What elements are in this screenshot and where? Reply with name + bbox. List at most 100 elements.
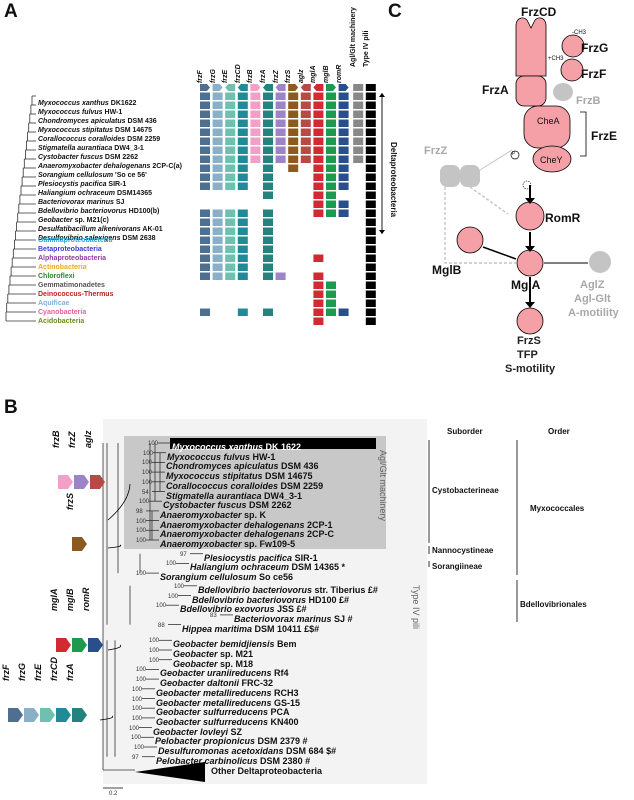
presence-cell <box>200 236 210 244</box>
cluster-gene-arrow <box>24 708 39 722</box>
presence-cell <box>212 110 223 118</box>
presence-cell <box>313 209 324 217</box>
presence-cell <box>326 146 336 154</box>
presence-cell <box>288 128 299 136</box>
strain-name: 2CP-C <box>304 529 335 540</box>
species-name: Stigmatella aurantiaca <box>166 490 262 501</box>
strain-name: FRC-32 <box>239 678 274 689</box>
panel-b-taxon: Pelobacter propionicus DSM 2379 # <box>155 732 308 748</box>
strain-name: HD100(b) <box>126 207 160 215</box>
bootstrap-value: 100 <box>132 706 143 713</box>
arrowhead-romr <box>525 198 535 204</box>
panel-b-taxon: Desulfuromonas acetoxidans DSM 684 $# <box>158 742 336 758</box>
presence-cell <box>288 101 299 109</box>
species-name: Geobacter daltonii <box>160 678 240 689</box>
presence-cell <box>313 254 324 262</box>
label-frze: FrzE <box>591 129 618 143</box>
strain-name: sp. M21 <box>217 649 254 659</box>
bootstrap-value: 88 <box>158 622 165 629</box>
presence-cell <box>225 119 236 127</box>
panel-a-group-label: Betaproteobacteria <box>38 245 102 253</box>
presence-cell <box>313 128 324 136</box>
strain-name: KN400 <box>268 716 299 727</box>
species-name: Bacteriovorax marinus <box>38 198 114 206</box>
bootstrap-value: 100 <box>149 638 160 645</box>
frzz-left <box>440 165 460 187</box>
panel-a-group-label: Acidobacteria <box>38 317 85 325</box>
presence-cell <box>275 92 286 100</box>
strain-name: DSM 2259 <box>278 480 324 491</box>
presence-cell <box>263 209 273 217</box>
presence-cell <box>237 236 248 244</box>
cluster-gene-label: romR <box>81 587 91 611</box>
agl-glt-shaded-box <box>124 436 386 549</box>
gene-header-romR: romR <box>335 64 343 83</box>
presence-cell <box>338 137 349 145</box>
presence-cell <box>237 218 248 226</box>
species-name: Pelobacter propionicus <box>155 736 256 747</box>
presence-cell <box>200 164 210 172</box>
presence-cell <box>365 236 376 244</box>
strain-name: DW4_3-1 <box>112 144 144 152</box>
presence-cell <box>263 110 273 118</box>
panel-b-taxon: Geobacter sp. M18 <box>173 655 253 671</box>
frze-bracket <box>580 111 587 157</box>
panel-a-group-label: Gemmatimonadetes <box>38 281 105 289</box>
panel-a-taxon: Myxococcus stipitatus DSM 14675 <box>38 120 152 136</box>
presence-cell <box>338 128 349 136</box>
label-frzcd: FrzCD <box>521 5 557 19</box>
presence-cell <box>263 164 273 172</box>
header-agl-glt: Agl/Glt machinery <box>350 7 358 67</box>
presence-cell <box>288 110 299 118</box>
presence-cell <box>338 92 349 100</box>
presence-cell <box>313 173 324 181</box>
presence-cell <box>313 191 324 199</box>
cluster-gene-arrow <box>8 708 23 722</box>
gene-header-frzCD: frzCD <box>234 64 242 83</box>
presence-cell <box>288 146 299 154</box>
presence-cell <box>250 137 261 145</box>
presence-cell <box>326 191 336 199</box>
deltaproteobacteria-label: Deltaproteobacteria <box>389 142 398 218</box>
cluster-gene-arrow <box>90 475 105 489</box>
aglz-node <box>589 251 611 273</box>
gene-arrow-frzA <box>263 84 273 91</box>
species-name: Sorangium cellulosum <box>160 572 257 583</box>
strain-name: Bem <box>274 639 297 650</box>
bracket-arrow-top <box>379 93 385 97</box>
species-name: Stigmatella aurantiaca <box>38 144 113 152</box>
presence-cell <box>200 92 210 100</box>
cluster-gene-arrow <box>88 638 103 652</box>
species-name: Plesiocystis pacifica <box>204 552 293 563</box>
presence-cell <box>237 164 248 172</box>
frzf-node <box>560 58 584 82</box>
species-name: Geobacter bemidjiensis <box>173 639 275 650</box>
presence-cell <box>313 146 324 154</box>
presence-cell <box>212 164 223 172</box>
presence-cell <box>313 272 324 280</box>
bootstrap-value: 100 <box>134 745 145 751</box>
species-name: Pelobacter carbinolicus <box>156 755 258 766</box>
cluster-gene-label: frzG <box>17 663 27 681</box>
strain-name: DSM 2259 <box>125 135 161 143</box>
bootstrap-value: 100 <box>136 667 147 674</box>
presence-cell <box>365 155 376 163</box>
strain-name: DSM 14675 <box>113 126 152 134</box>
panel-label-c: C <box>388 1 402 22</box>
presence-cell <box>365 110 376 118</box>
presence-cell <box>300 155 311 163</box>
strain-name: JSS £# <box>274 604 307 615</box>
presence-cell <box>263 173 273 181</box>
panel-a-taxon: Corallococcus coralloides DSM 2259 <box>38 129 160 145</box>
label-p: P <box>512 151 516 157</box>
panel-a-gene-presence-grid <box>200 92 385 325</box>
presence-cell <box>365 92 376 100</box>
chea-domain <box>523 105 571 149</box>
presence-cell <box>300 128 311 136</box>
highlight-myxococcus <box>170 438 376 449</box>
presence-cell <box>237 146 248 154</box>
bracket-arrow-bottom <box>379 230 385 234</box>
panel-a-group-label: Aquificae <box>38 299 70 307</box>
species-name: Geobacter <box>38 216 73 224</box>
presence-cell <box>365 299 376 307</box>
